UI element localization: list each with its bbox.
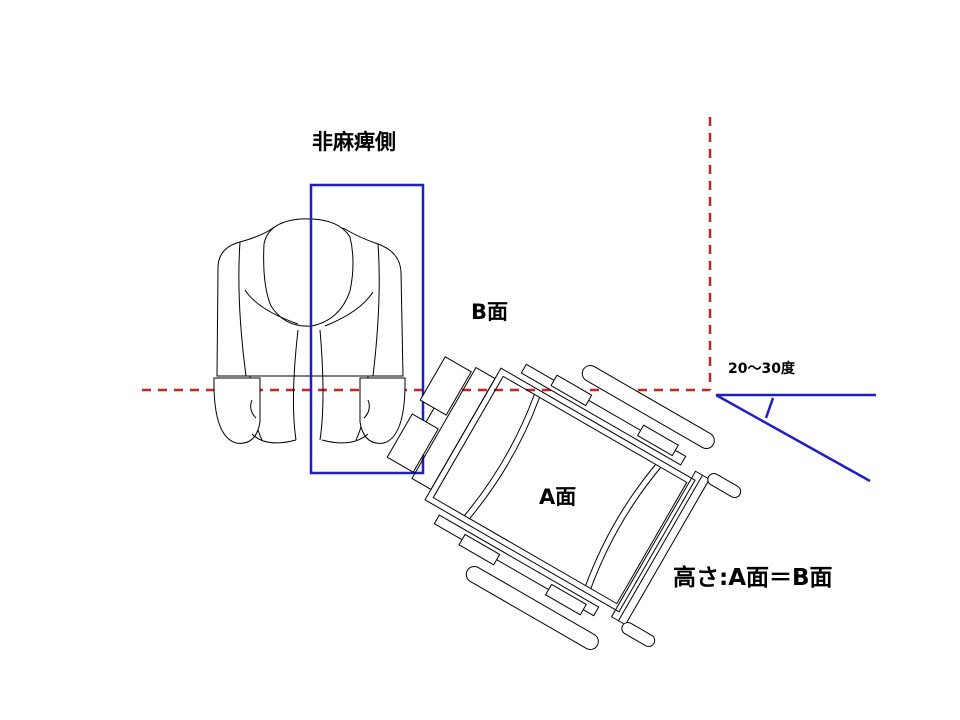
angle-label: 20〜30度 [728, 361, 795, 377]
angle-indicator [715, 393, 876, 483]
surface-b-label: B面 [471, 300, 509, 324]
non-paralyzed-side-label: 非麻痺側 [312, 130, 396, 154]
surface-a-label: A面 [539, 485, 577, 509]
non-paralyzed-side-box [309, 183, 425, 475]
wheelchair [386, 356, 742, 650]
height-note-label: 高さ:A面＝B面 [673, 565, 833, 591]
